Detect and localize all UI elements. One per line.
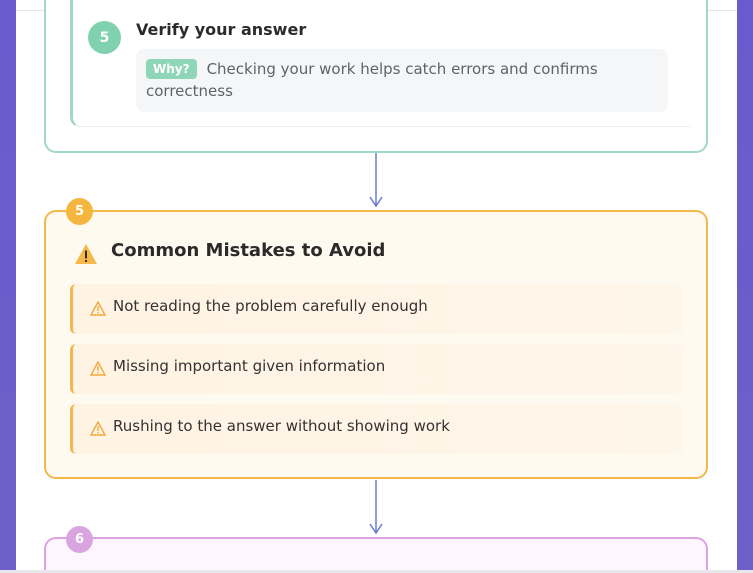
step-title: Verify your answer xyxy=(136,20,307,39)
next-section-card xyxy=(44,537,708,573)
why-explanation-box: Why?Checking your work helps catch error… xyxy=(136,49,668,112)
warning-icon xyxy=(89,420,107,440)
section-number-badge: 5 xyxy=(66,198,93,225)
step-number-badge: 5 xyxy=(88,21,121,54)
step-item xyxy=(70,0,690,127)
flow-arrow-down-icon xyxy=(369,480,383,535)
flow-arrow-down-icon xyxy=(369,153,383,208)
mistake-text: Missing important given information xyxy=(113,357,386,375)
mistake-item: Rushing to the answer without showing wo… xyxy=(70,404,683,454)
right-page-background xyxy=(737,0,753,573)
why-text: Checking your work helps catch errors an… xyxy=(146,60,598,100)
mistake-text: Rushing to the answer without showing wo… xyxy=(113,417,450,435)
why-badge: Why? xyxy=(146,59,197,79)
left-page-background xyxy=(0,0,16,573)
section-number-badge: 6 xyxy=(66,526,93,553)
mistake-text: Not reading the problem carefully enough xyxy=(113,297,428,315)
bottom-edge xyxy=(0,570,753,573)
warning-icon xyxy=(89,360,107,380)
warning-triangle-icon xyxy=(74,243,98,269)
mistake-item: Not reading the problem carefully enough xyxy=(70,284,683,334)
warning-icon xyxy=(89,300,107,320)
mistakes-title: Common Mistakes to Avoid xyxy=(111,240,386,261)
mistake-item: Missing important given information xyxy=(70,344,683,394)
